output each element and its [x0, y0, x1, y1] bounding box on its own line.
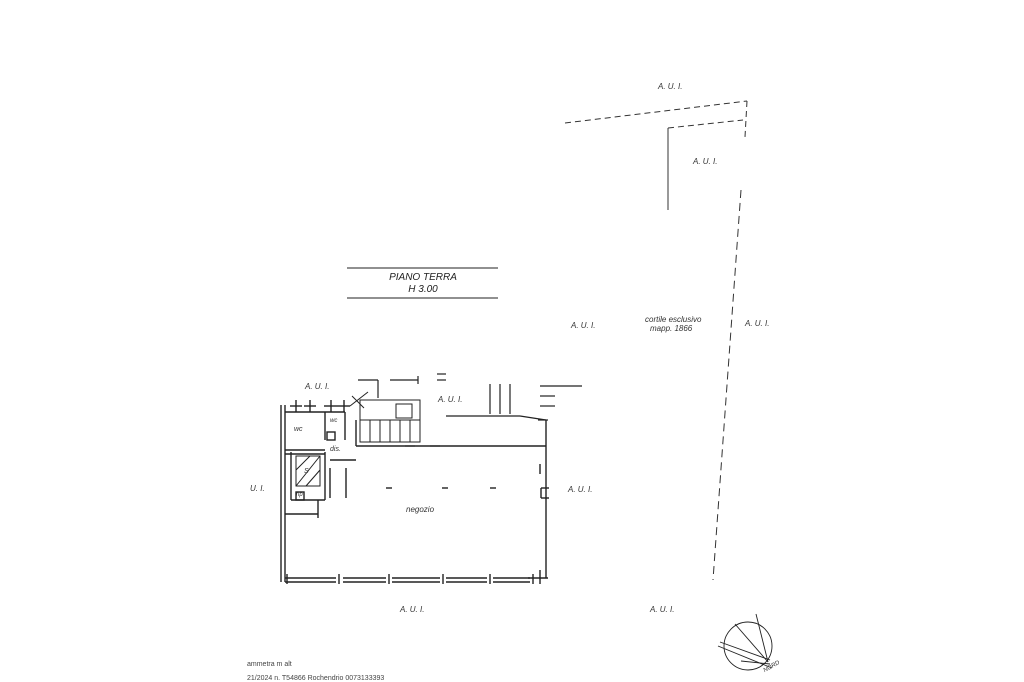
room-wc: wc [294, 426, 303, 433]
footer-line-2: 21/2024 n. T54866 Rochendrio 0073133393 [247, 675, 385, 682]
aui-label: A. U. I. [571, 321, 596, 330]
stair-lower [295, 455, 321, 487]
north-compass-icon [717, 613, 773, 671]
aui-label: A. U. I. [658, 82, 683, 91]
footer-line-1: ammetra m alt [247, 661, 292, 668]
courtyard-label: cortile esclusivo [645, 315, 702, 324]
courtyard-parcel: mapp. 1866 [650, 324, 693, 333]
aui-label: A. U. I. [693, 157, 718, 166]
room-wc: wc [330, 418, 338, 424]
aui-label: A. U. I. [745, 319, 770, 328]
floor-name: PIANO TERRA [389, 272, 457, 283]
room-negozio: negozio [406, 505, 435, 514]
aui-label: A. U. I. [305, 382, 330, 391]
room-dis: dis. [330, 446, 341, 453]
stair-run-upper [349, 391, 421, 443]
room-rip: rip [296, 492, 303, 498]
title-rules [347, 267, 498, 299]
floor-height: H 3.00 [408, 283, 438, 295]
plan-title: PIANO TERRA H 3.00 [348, 272, 498, 295]
stair-up-mark: S [304, 468, 309, 475]
aui-label: A. U. I. [650, 605, 675, 614]
ui-label: U. I. [250, 484, 265, 493]
column-markers [290, 400, 350, 501]
aui-label: A. U. I. [438, 395, 463, 404]
upper-structures [358, 373, 582, 447]
aui-label: A. U. I. [568, 485, 593, 494]
courtyard-boundary [564, 100, 748, 581]
aui-label: A. U. I. [400, 605, 425, 614]
building-walls [280, 405, 549, 584]
